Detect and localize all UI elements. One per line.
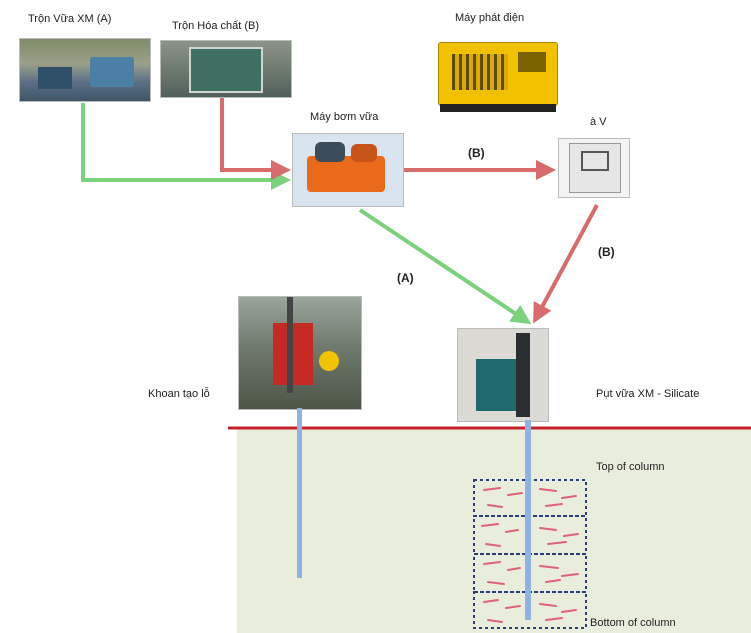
bottom-of-column-label: Bottom of column	[590, 617, 676, 629]
injector-label: Pụt vữa XM - Silicate	[596, 388, 699, 400]
injector-pipe	[525, 420, 531, 620]
mixer-a-label: Trộn Vữa XM (A)	[28, 13, 111, 25]
flow-a-pump-to-injector	[360, 210, 528, 322]
generator-label: Máy phát điện	[455, 12, 524, 24]
top-of-column-label: Top of column	[596, 461, 664, 473]
flow-b-mixer-to-pump	[222, 98, 287, 170]
pump-label: Máy bơm vữa	[310, 111, 378, 123]
flow-b-unit-to-injector	[535, 205, 597, 320]
drill-pipe	[297, 408, 302, 578]
flow-label-a-1: (A)	[397, 271, 414, 285]
unit-v-label: à V	[590, 116, 607, 128]
flow-label-b-1: (B)	[468, 146, 485, 160]
drill-label: Khoan tạo lỗ	[148, 388, 210, 400]
mixer-b-label: Trộn Hóa chất (B)	[172, 20, 259, 32]
flow-label-b-2: (B)	[598, 245, 615, 259]
